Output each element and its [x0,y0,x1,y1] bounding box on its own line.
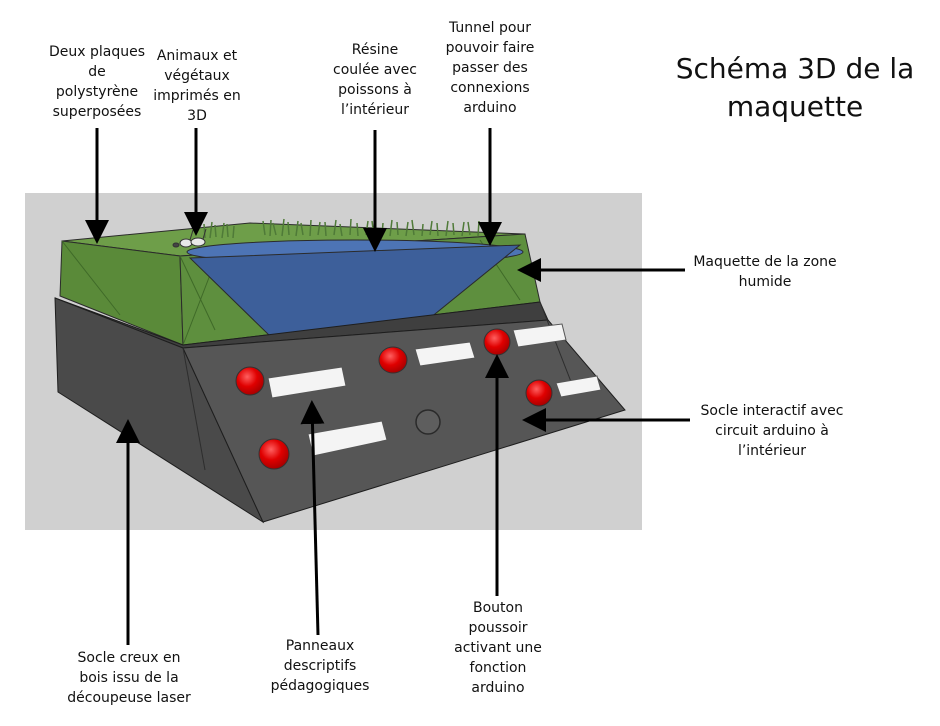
diagram-title: Schéma 3D de la maquette [675,52,915,123]
label-panneaux: Panneaux descriptifs pédagogiques [270,638,370,694]
interactive-base [54,297,626,524]
label-tunnel: Tunnel pour pouvoir faire passer des con… [445,20,535,116]
label-socle-interactif: Socle interactif avec circuit arduino à … [700,403,844,459]
label-bouton: Bouton poussoir activant une fonction ar… [454,600,542,696]
label-socle-creux: Socle creux en bois issu de la découpeus… [67,650,191,706]
label-plaques: Deux plaques de polystyrène superposées [48,44,146,120]
arrows [85,128,690,645]
bird-figures [172,228,207,248]
label-resine: Résine coulée avec poissons à l’intérieu… [333,42,417,118]
label-animaux: Animaux et végétaux imprimés en 3D [153,48,241,124]
push-buttons [235,328,553,470]
resin-water [186,239,524,337]
sensor-hole [415,409,441,435]
label-maquette: Maquette de la zone humide [693,254,837,290]
descriptive-panels [267,323,602,457]
